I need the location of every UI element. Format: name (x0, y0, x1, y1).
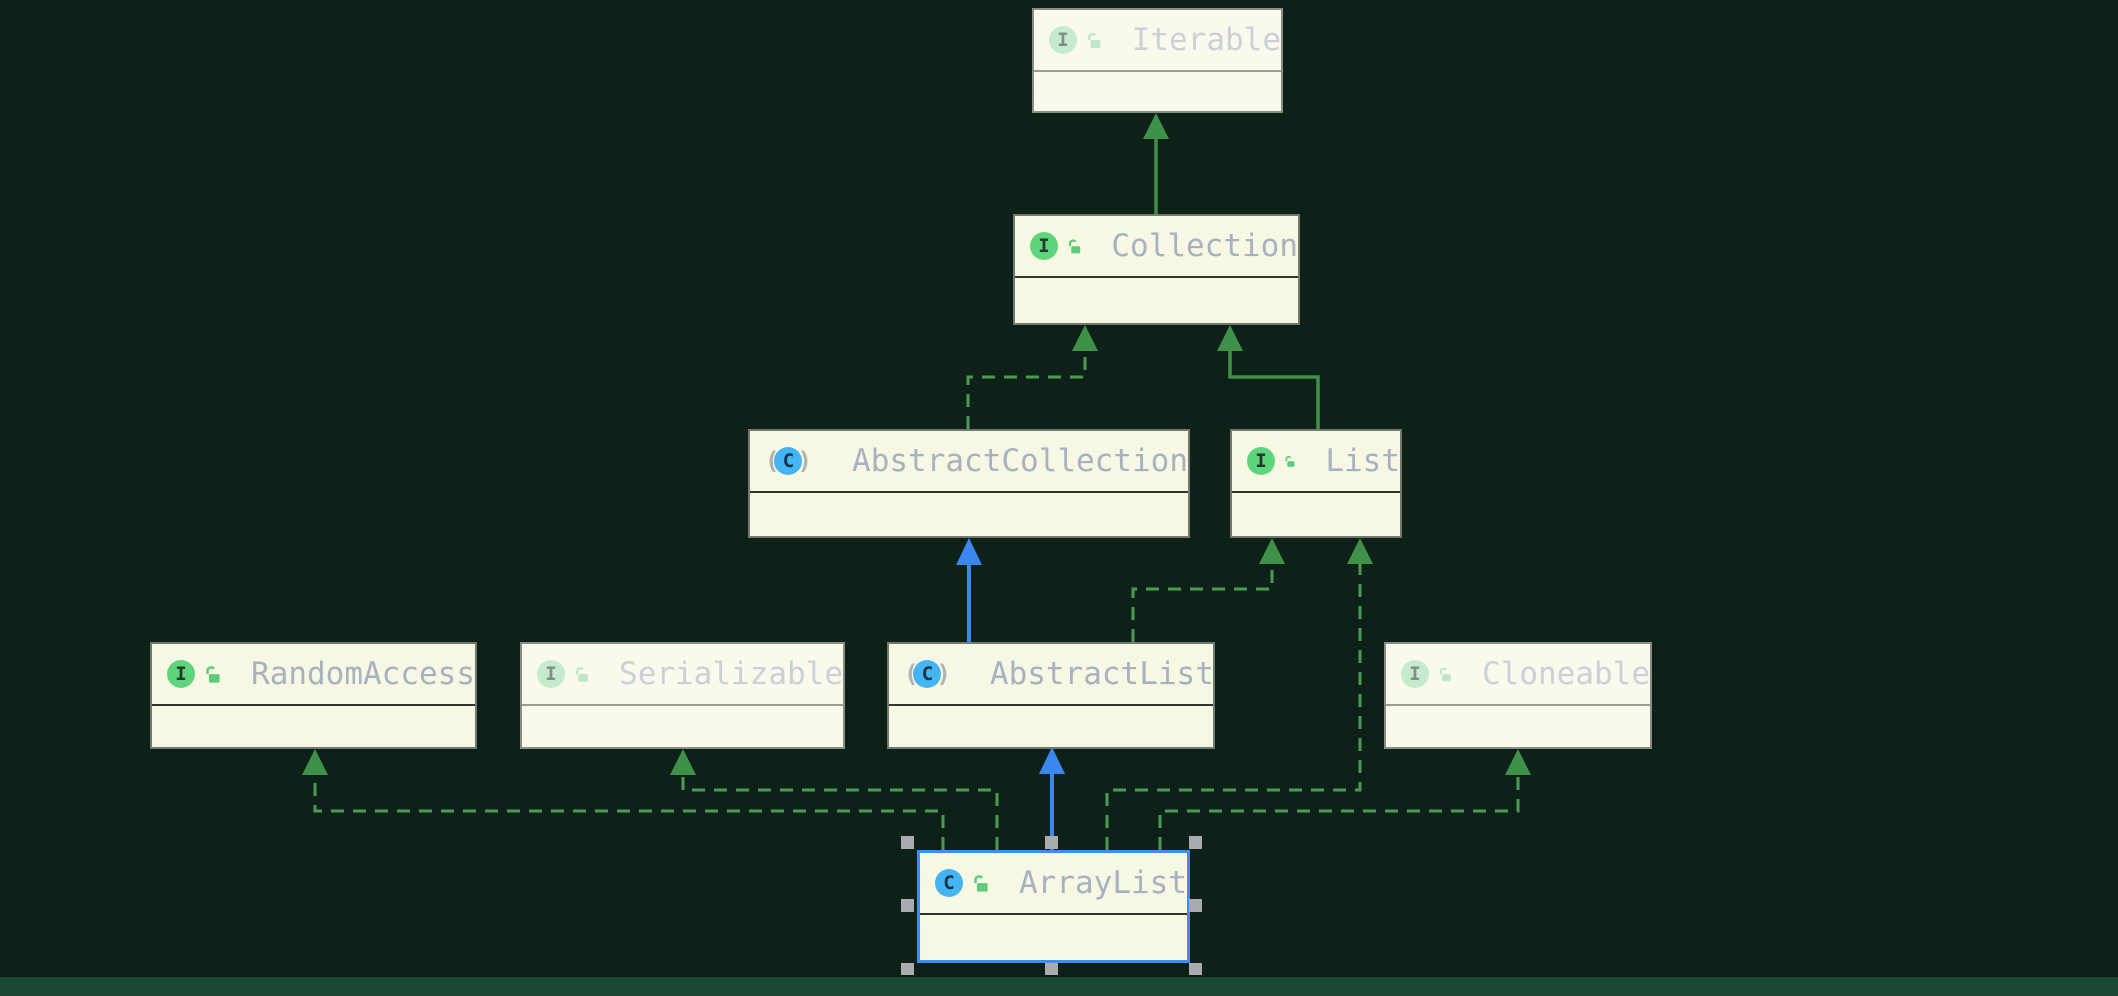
edge-abstractcollection-implements-collection (966, 325, 1098, 429)
class-name: Collection (1111, 228, 1298, 264)
selection-handle-top-left[interactable] (901, 836, 914, 849)
edge-list-extends-collection (1217, 325, 1320, 429)
unlocked-padlock-icon (821, 460, 822, 462)
node-header: I RandomAccess (152, 644, 475, 706)
edge-abstractlist-extends-abstractcollection (956, 538, 982, 642)
node-header: C AbstractCollection (750, 431, 1188, 493)
interface-icon: I (1049, 26, 1077, 54)
selection-handle-top-right[interactable] (1189, 836, 1202, 849)
node-members-section (750, 493, 1188, 536)
selection-handle-mid-right[interactable] (1189, 899, 1202, 912)
unlocked-padlock-icon (206, 665, 220, 683)
edge-arraylist-extends-abstractlist (1039, 747, 1065, 850)
interface-icon: I (537, 660, 565, 688)
node-header: I Iterable (1034, 10, 1281, 72)
edge-arraylist-implements-cloneable (1158, 749, 1531, 850)
class-name: AbstractCollection (852, 443, 1188, 479)
selection-handle-top-center[interactable] (1045, 836, 1058, 849)
selection-handle-mid-left[interactable] (901, 899, 914, 912)
edge-arraylist-implements-serializable (670, 749, 999, 850)
selection-handle-bottom-right[interactable] (1189, 963, 1202, 976)
class-node-list[interactable]: I List (1230, 429, 1402, 538)
class-name: ArrayList (1019, 865, 1187, 901)
node-members-section (1232, 493, 1400, 536)
class-node-collection[interactable]: I Collection (1013, 214, 1300, 325)
unlocked-padlock-icon (1088, 32, 1101, 48)
class-name: Serializable (619, 656, 843, 692)
class-node-serializable[interactable]: I Serializable (520, 642, 845, 749)
class-name: AbstractList (989, 656, 1214, 692)
class-node-abstractcollection[interactable]: C AbstractCollection (748, 429, 1190, 538)
interface-icon: I (1247, 447, 1275, 475)
class-node-arraylist[interactable]: C ArrayList (917, 850, 1190, 963)
class-node-iterable[interactable]: I Iterable (1032, 8, 1283, 113)
node-header: C AbstractList (889, 644, 1214, 706)
node-members-section (889, 706, 1213, 747)
unlocked-padlock-icon (974, 874, 988, 892)
node-header: I Serializable (522, 644, 843, 706)
node-members-section (152, 706, 475, 747)
unlocked-padlock-icon (1068, 238, 1081, 253)
abstract-class-icon: C (765, 447, 812, 475)
node-members-section (522, 706, 843, 747)
interface-icon: I (167, 660, 195, 688)
class-name: Cloneable (1482, 656, 1650, 692)
edge-arraylist-implements-randomaccess (302, 749, 945, 850)
node-header: C ArrayList (920, 853, 1187, 915)
node-header: I List (1232, 431, 1400, 493)
horizontal-scrollbar[interactable] (0, 975, 2118, 996)
unlocked-padlock-icon (1439, 667, 1451, 681)
class-name: List (1325, 443, 1400, 479)
class-name: RandomAccess (251, 656, 475, 692)
node-header: I Collection (1015, 216, 1298, 278)
abstract-class-icon: C (904, 660, 951, 688)
class-node-abstractlist[interactable]: C AbstractList (887, 642, 1215, 749)
unlocked-padlock-icon (576, 666, 588, 682)
node-members-section (1015, 278, 1298, 323)
node-members-section (920, 915, 1187, 960)
class-node-cloneable[interactable]: I Cloneable (1384, 642, 1652, 749)
edge-abstractlist-implements-list (1131, 538, 1285, 642)
interface-icon: I (1401, 660, 1429, 688)
edge-collection-extends-iterable (1143, 113, 1169, 214)
class-icon: C (935, 869, 963, 897)
node-header: I Cloneable (1386, 644, 1650, 706)
selection-handle-bottom-center[interactable] (1045, 963, 1058, 976)
node-members-section (1386, 706, 1650, 747)
node-members-section (1034, 72, 1281, 111)
selection-handle-bottom-left[interactable] (901, 963, 914, 976)
class-node-randomaccess[interactable]: I RandomAccess (150, 642, 477, 749)
unlocked-padlock-icon (1285, 455, 1295, 467)
class-name: Iterable (1131, 22, 1281, 58)
interface-icon: I (1030, 232, 1058, 260)
